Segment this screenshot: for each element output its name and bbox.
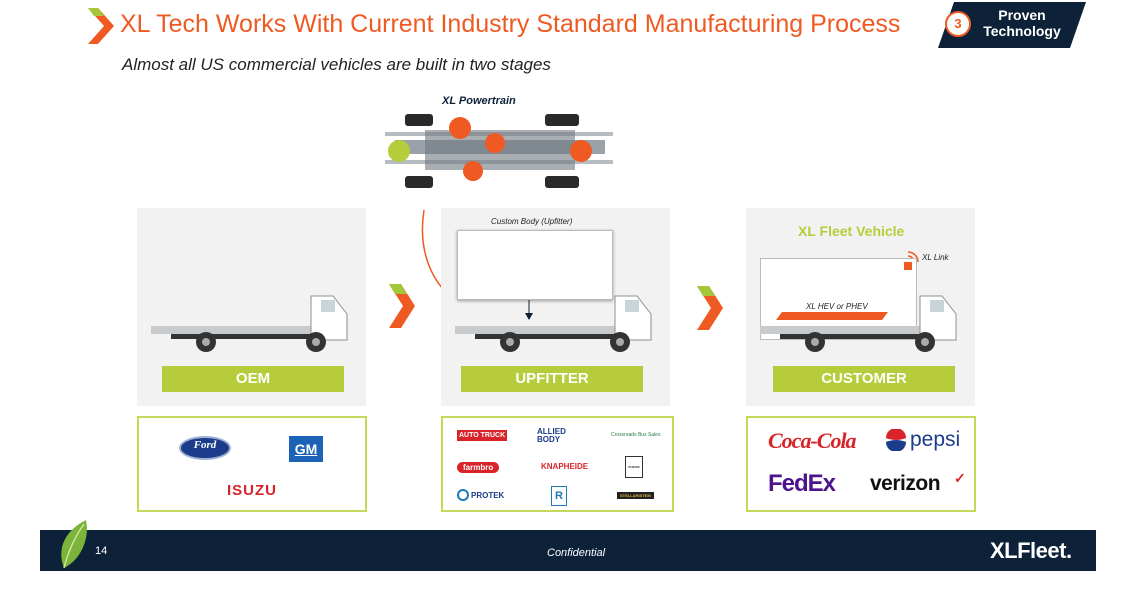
page-title: XL Tech Works With Current Industry Stan… [120, 10, 901, 38]
powertrain-label: XL Powertrain [442, 95, 516, 107]
title-chevron-icon [88, 8, 114, 44]
powertrain-chassis-image: XL Powertrain [385, 92, 613, 192]
oem-truck-image [151, 295, 348, 352]
fleet-vehicle-title: XL Fleet Vehicle [798, 223, 905, 239]
custom-body-caption: Custom Body (Upfitter) [491, 217, 573, 226]
down-arrow-icon [525, 300, 533, 320]
upfitter-truck-image [455, 295, 652, 352]
crossroads-logo: Crossroads Bus Sales [611, 432, 661, 438]
xlfleet-brand-logo: XLFleet. [990, 538, 1072, 563]
protek-swirl-icon [457, 489, 469, 501]
allied-body-logo: ALLIED BODY [537, 427, 566, 444]
farmbro-logo: farmbro [457, 462, 500, 473]
xl-link-label: XL Link [922, 253, 949, 262]
upfitter-stage-label: UPFITTER [461, 366, 643, 392]
coca-cola-logo: Coca-Cola [768, 428, 857, 453]
footer-bar [40, 530, 1096, 571]
badge-number: 3 [945, 11, 971, 37]
fedex-logo: FedEx [768, 470, 836, 497]
stage-chevron-1-icon [389, 284, 415, 328]
upfitter-logos-box: AUTO TRUCK ALLIED BODY Crossroads Bus Sa… [441, 416, 674, 512]
badge-text: Proven Technology [983, 7, 1061, 39]
proven-technology-badge: 3 Proven Technology [938, 2, 1086, 48]
verizon-check-icon: ✓ [954, 470, 966, 486]
stage-chevron-2-icon [697, 286, 723, 330]
customer-panel: XL Fleet Vehicle XL Link XL HEV or PHEV … [746, 208, 975, 406]
pepsi-globe-icon [885, 429, 907, 451]
auto-truck-logo: AUTO TRUCK [457, 430, 508, 441]
page-number: 14 [95, 545, 108, 557]
page-subtitle: Almost all US commercial vehicles are bu… [122, 55, 551, 74]
hev-label: XL HEV or PHEV [806, 302, 868, 311]
confidential-label: Confidential [547, 547, 606, 559]
verizon-logo: verizon [870, 472, 941, 495]
gm-logo: GM [289, 436, 323, 462]
customer-truck-image [760, 295, 957, 352]
ford-logo [179, 436, 231, 460]
upfitter-panel: Custom Body (Upfitter) UPFITTER [441, 208, 670, 406]
customer-stage-label: CUSTOMER [773, 366, 955, 392]
pepsi-logo: pepsi [910, 428, 961, 451]
r-logo: R [551, 486, 567, 506]
oem-stage-label: OEM [162, 366, 344, 392]
customer-logos-box: Coca-Cola pepsi FedEx verizon ✓ [746, 416, 976, 512]
protek-logo: PROTEK [471, 491, 505, 500]
stellaristem-logo: STELLARISTEM [617, 492, 654, 499]
phenix-logo: PHENIX [625, 456, 643, 478]
leaf-logo-icon [61, 520, 87, 569]
isuzu-logo: ISUZU [227, 482, 277, 499]
oem-panel: OEM [137, 208, 366, 406]
xl-link-device-icon [904, 262, 912, 270]
oem-logos-box: Ford GM ISUZU [137, 416, 367, 512]
hev-stripe-icon [776, 312, 888, 320]
custom-body-box [457, 230, 613, 300]
knapheide-logo: KNAPHEIDE [541, 462, 589, 471]
